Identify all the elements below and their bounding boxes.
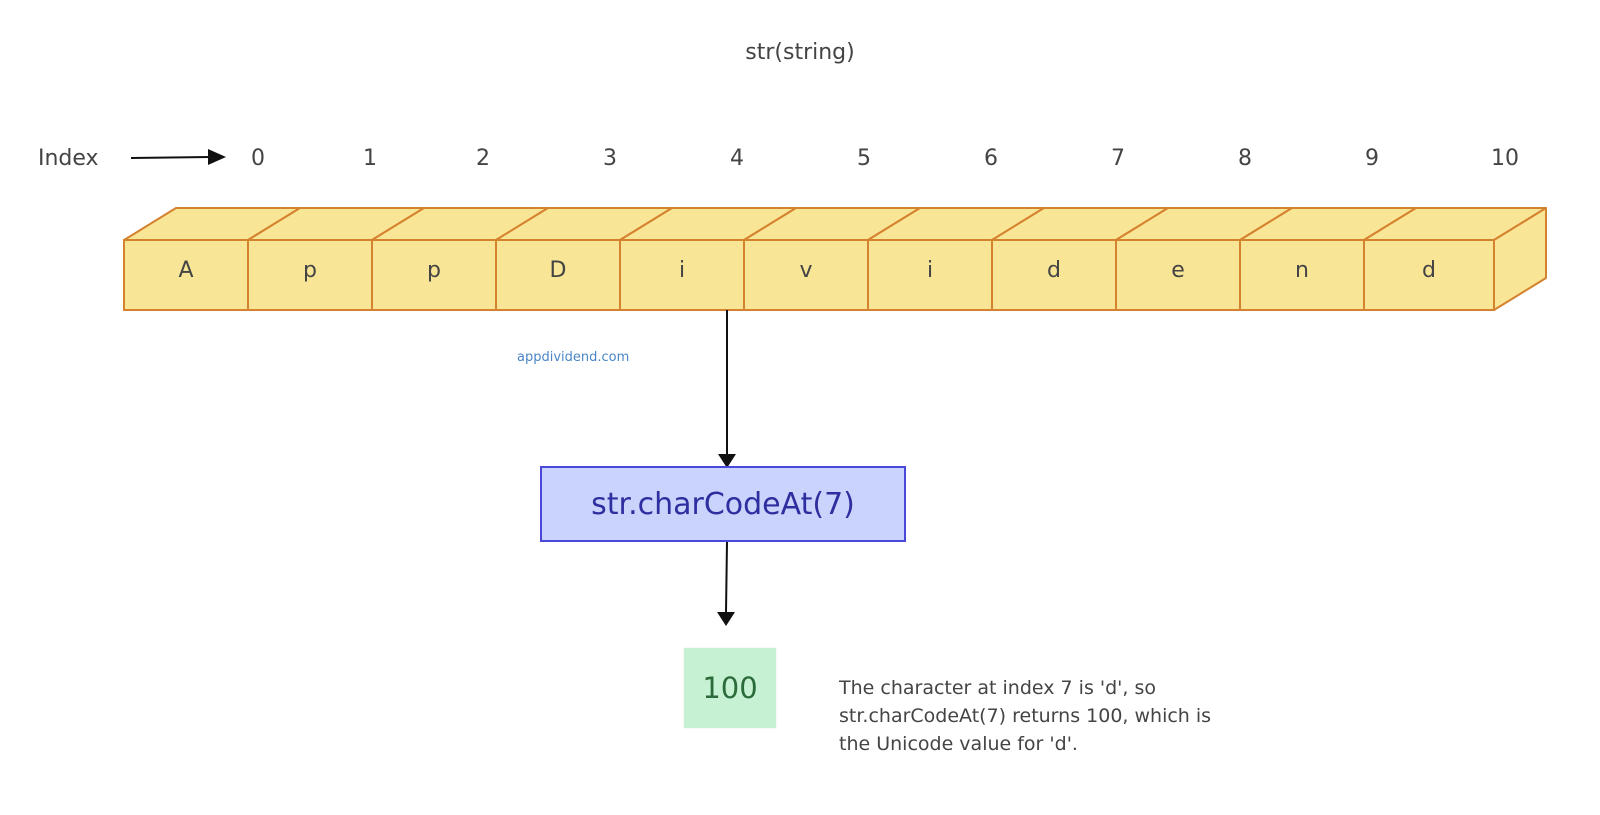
cell-character: i bbox=[678, 258, 686, 283]
cell-character: p bbox=[427, 258, 441, 283]
cell bbox=[495, 239, 621, 311]
arrow-method-to-result bbox=[725, 541, 728, 613]
index-number: 9 bbox=[1365, 146, 1379, 171]
cell bbox=[1363, 239, 1495, 311]
cell bbox=[743, 239, 869, 311]
cell bbox=[991, 239, 1117, 311]
cell-strip-side-face bbox=[1493, 207, 1547, 311]
cell-character: p bbox=[303, 258, 317, 283]
index-number: 3 bbox=[603, 146, 617, 171]
arrow-method-to-result-head bbox=[717, 612, 735, 626]
cell-character: e bbox=[1171, 258, 1185, 283]
index-label: Index bbox=[38, 146, 99, 171]
index-number: 4 bbox=[730, 146, 744, 171]
cell bbox=[867, 239, 993, 311]
cell bbox=[619, 239, 745, 311]
index-arrow-line bbox=[130, 156, 211, 159]
cell-character: A bbox=[178, 258, 194, 283]
explanation-text: The character at index 7 is 'd', so str.… bbox=[839, 677, 1212, 755]
cell-character: i bbox=[926, 258, 934, 283]
cell bbox=[1115, 239, 1241, 311]
cell bbox=[247, 239, 373, 311]
result-box: 100 bbox=[684, 648, 776, 728]
cell-character: v bbox=[799, 258, 813, 283]
arrow-cell-to-method-head bbox=[718, 454, 736, 468]
cell-character: d bbox=[1422, 258, 1436, 283]
index-arrow-head bbox=[208, 149, 226, 165]
method-call-box: str.charCodeAt(7) bbox=[540, 466, 906, 542]
index-number: 10 bbox=[1491, 146, 1519, 171]
diagram-title: str(string) bbox=[745, 40, 855, 65]
index-number: 8 bbox=[1238, 146, 1252, 171]
index-number: 5 bbox=[857, 146, 871, 171]
watermark: appdividend.com bbox=[517, 350, 630, 365]
index-number: 0 bbox=[251, 146, 265, 171]
cell-character: n bbox=[1295, 258, 1309, 283]
index-number: 1 bbox=[363, 146, 377, 171]
index-number: 6 bbox=[984, 146, 998, 171]
cell-character: D bbox=[549, 258, 567, 283]
index-number: 2 bbox=[476, 146, 490, 171]
cell-character: d bbox=[1047, 258, 1061, 283]
cell bbox=[1239, 239, 1365, 311]
index-number: 7 bbox=[1111, 146, 1125, 171]
